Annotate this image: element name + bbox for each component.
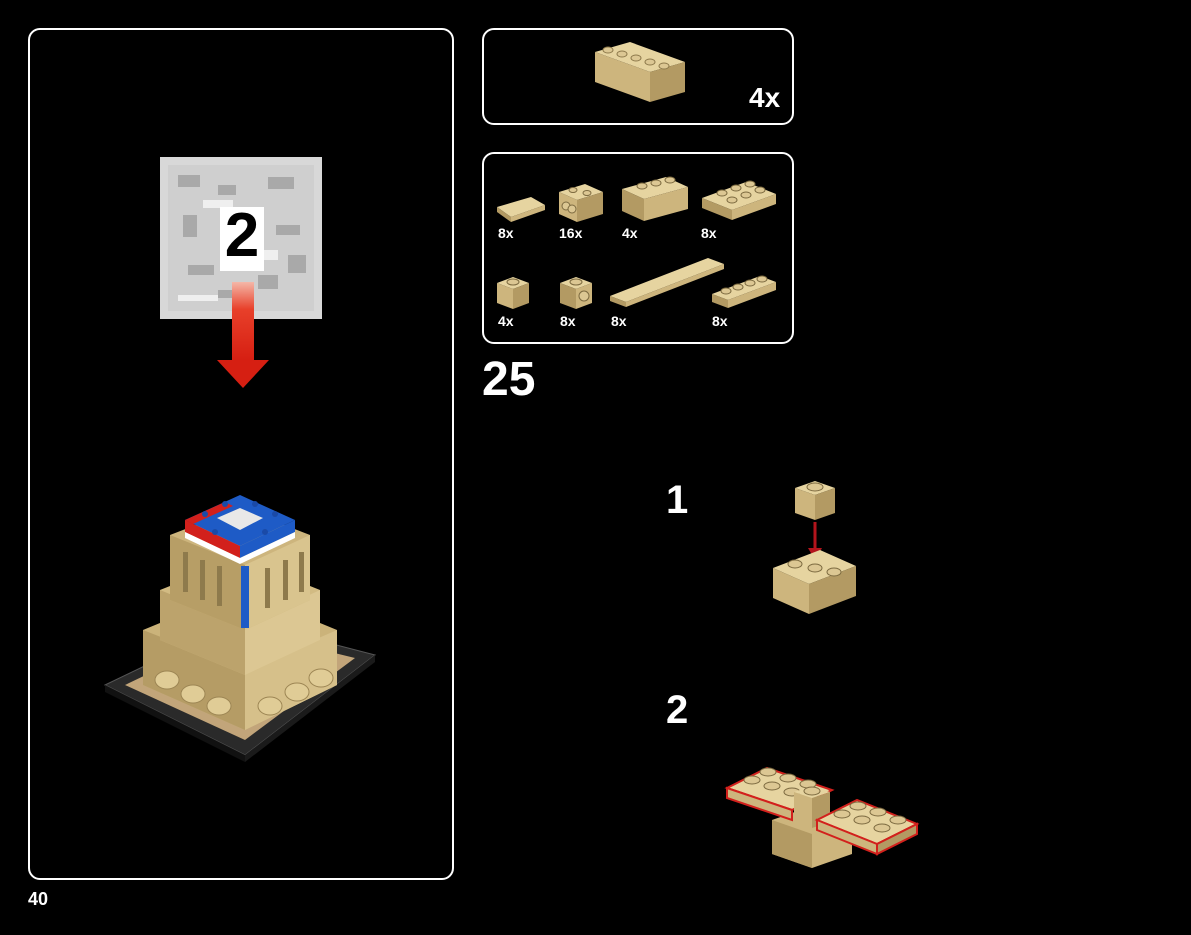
red-arrow-icon xyxy=(215,282,271,392)
subassembly-brick-icon xyxy=(590,40,690,110)
part-tile-1x6-icon xyxy=(608,256,726,310)
part-qty: 8x xyxy=(701,225,717,241)
substep-number: 1 xyxy=(666,478,688,523)
substep-1-image xyxy=(770,478,865,618)
subassembly-count: 4x xyxy=(749,82,780,114)
page-number: 40 xyxy=(28,889,48,910)
part-qty: 4x xyxy=(498,313,514,329)
part-qty: 8x xyxy=(611,313,627,329)
part-qty: 8x xyxy=(498,225,514,241)
part-tile-1x2-icon xyxy=(495,195,547,223)
part-brick-side-studs-icon xyxy=(557,182,605,224)
part-plate-2x3-icon xyxy=(700,178,778,224)
part-plate-1x4-icon xyxy=(710,272,778,312)
part-qty: 8x xyxy=(560,313,576,329)
step-number: 25 xyxy=(482,352,535,407)
part-brick-1x1-icon xyxy=(495,275,531,311)
substep-number: 2 xyxy=(666,688,688,733)
part-qty: 8x xyxy=(712,313,728,329)
substep-2-image xyxy=(722,758,922,874)
building-model-image xyxy=(105,480,380,765)
part-brick-1x1-side-stud-icon xyxy=(558,275,594,311)
bag-number: 2 xyxy=(216,200,268,271)
part-brick-1x3-icon xyxy=(620,175,690,223)
part-qty: 16x xyxy=(559,225,582,241)
part-qty: 4x xyxy=(622,225,638,241)
